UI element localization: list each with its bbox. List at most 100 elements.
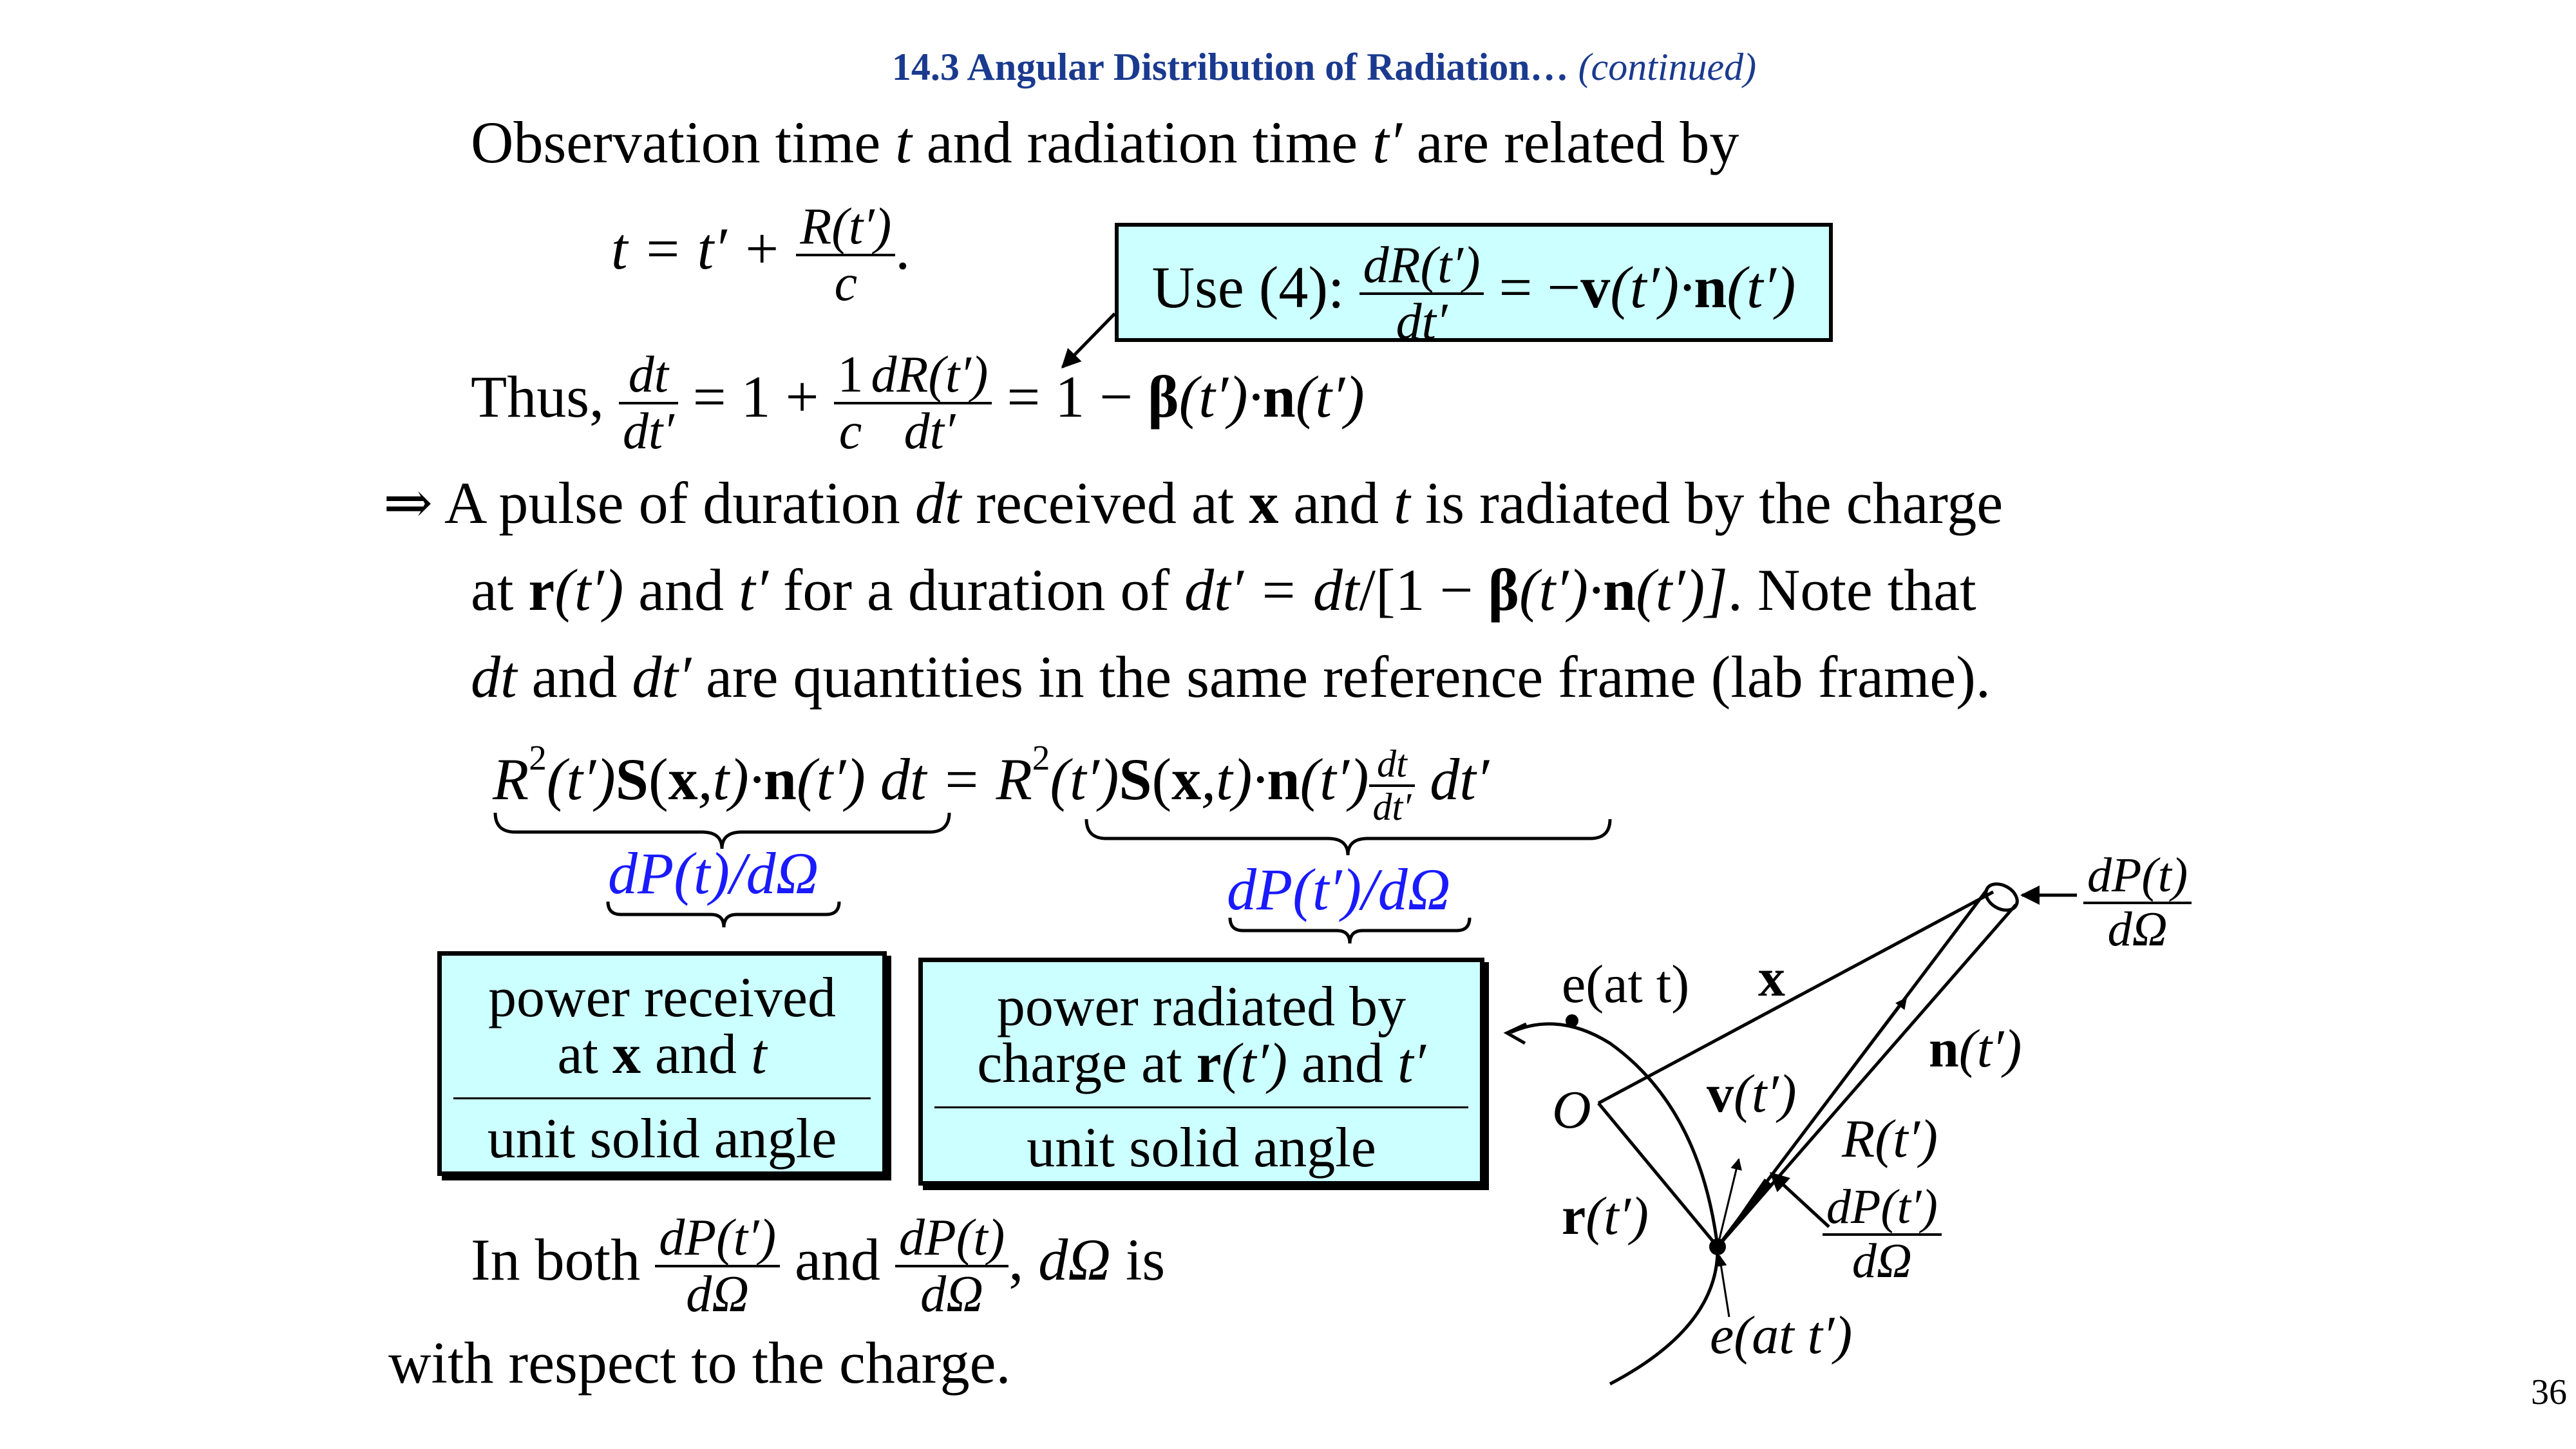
var: S bbox=[615, 746, 649, 813]
text: is bbox=[1110, 1227, 1166, 1293]
var: n bbox=[1929, 1019, 1959, 1079]
var: (t′) bbox=[546, 746, 616, 813]
var: n bbox=[1262, 364, 1296, 430]
var: R bbox=[493, 746, 529, 813]
fraction: dP(t)dΩ bbox=[2083, 848, 2192, 956]
title-text: 14.3 Angular Distribution of Radiation… bbox=[891, 46, 1569, 88]
title-continued: (continued) bbox=[1578, 46, 1757, 88]
in-both-line2: with respect to the charge. bbox=[388, 1330, 1011, 1396]
var: R bbox=[996, 746, 1032, 813]
paragraph-pulse: ⇒ A pulse of duration dt received at x a… bbox=[383, 473, 2003, 533]
use-eq4-box: Use (4): dR(t′)dt′ = −v(t′)·n(t′) bbox=[1115, 223, 1833, 349]
fraction-bar bbox=[934, 1106, 1468, 1108]
label-r: r(t′) bbox=[1562, 1185, 1649, 1247]
brace-right bbox=[1084, 819, 1612, 856]
line-observation-time: Observation time t and radiation time t′… bbox=[471, 113, 1739, 172]
den: dt′ bbox=[1396, 294, 1448, 350]
exp: 2 bbox=[529, 738, 547, 777]
text: and bbox=[516, 644, 632, 710]
text: and bbox=[1287, 1032, 1398, 1095]
num: dt bbox=[1377, 743, 1407, 785]
var: n bbox=[1267, 746, 1300, 813]
label-origin: O bbox=[1552, 1080, 1591, 1140]
text: . Note that bbox=[1727, 557, 1976, 623]
charge-at-tp-dot bbox=[1709, 1238, 1726, 1255]
box-power-radiated: power radiated by charge at r(t′) and t′… bbox=[918, 958, 1484, 1186]
trajectory-arc bbox=[1510, 1022, 1719, 1386]
var: r bbox=[1196, 1032, 1222, 1095]
fraction-bar bbox=[453, 1097, 871, 1099]
denominator: unit solid angle bbox=[487, 1108, 837, 1170]
paragraph-frame: dt and dt′ are quantities in the same re… bbox=[471, 647, 1991, 706]
text: Use (4): bbox=[1151, 254, 1359, 321]
var: ,t)· bbox=[697, 746, 764, 813]
denominator: unit solid angle bbox=[1027, 1117, 1376, 1179]
text: = 1 + bbox=[677, 364, 834, 430]
text: are related by bbox=[1401, 109, 1739, 175]
text: = − bbox=[1484, 254, 1581, 321]
var: dt′ bbox=[1415, 746, 1489, 813]
brace-small-left bbox=[606, 901, 841, 928]
den: dΩ bbox=[1852, 1233, 1912, 1288]
var: v bbox=[1580, 254, 1611, 321]
period: . bbox=[895, 216, 911, 282]
fraction: dP(t′)dΩ bbox=[1823, 1180, 1942, 1288]
brace-left bbox=[493, 812, 951, 849]
var: dt bbox=[471, 644, 517, 710]
text: at bbox=[471, 557, 529, 623]
brace-small-right bbox=[1228, 917, 1472, 944]
var: β bbox=[1148, 364, 1179, 430]
var: x bbox=[1171, 746, 1202, 813]
exp: 2 bbox=[1032, 738, 1050, 777]
num: dP(t′) bbox=[1826, 1180, 1938, 1234]
text: received at bbox=[961, 470, 1249, 536]
var: (t′)· bbox=[1519, 557, 1603, 623]
label-dPtp-frac: dP(t′)dΩ bbox=[1823, 1180, 1942, 1288]
e-at-tp-arrow bbox=[1715, 1255, 1730, 1318]
text: charge at bbox=[977, 1032, 1197, 1095]
r-vector bbox=[1597, 1102, 1719, 1248]
var: dt′ bbox=[632, 644, 692, 710]
var: t′ bbox=[1397, 1032, 1426, 1095]
var: (t′) bbox=[1586, 1186, 1649, 1246]
var: (t′) bbox=[1295, 364, 1365, 430]
den: dt′ bbox=[623, 403, 674, 460]
box-power-received: power received at x and t unit solid ang… bbox=[437, 951, 887, 1176]
var: (t′) bbox=[1050, 746, 1119, 813]
var: r bbox=[1562, 1186, 1586, 1246]
text: are quantities in the same reference fra… bbox=[691, 644, 1991, 710]
den: c bbox=[838, 403, 862, 460]
var: (t′) bbox=[1221, 1032, 1287, 1095]
var: v bbox=[1707, 1064, 1734, 1124]
den: dΩ bbox=[2107, 902, 2168, 956]
num: dR(t′) bbox=[1363, 237, 1481, 294]
text: ( bbox=[1151, 746, 1172, 813]
den: c bbox=[834, 255, 858, 312]
equation-time-relation: t = t′ + R(t′)c. bbox=[611, 200, 910, 310]
arc-arrowhead bbox=[1503, 1022, 1528, 1045]
text: is radiated by the charge bbox=[1410, 470, 2003, 536]
equation-power: R2(t′)S(x,t)·n(t′) dt = R2(t′)S(x,t)·n(t… bbox=[493, 740, 1489, 828]
fraction: dR(t′)dt′ bbox=[867, 348, 992, 459]
label-x: x bbox=[1758, 948, 1785, 1008]
var: S bbox=[1119, 746, 1152, 813]
text: A pulse of duration bbox=[433, 470, 915, 536]
text: and bbox=[641, 1023, 752, 1086]
num: dP(t) bbox=[2087, 848, 2188, 902]
text: In both bbox=[471, 1227, 656, 1293]
var: n bbox=[763, 746, 797, 813]
implies-arrow-icon: ⇒ bbox=[383, 470, 433, 536]
var: n bbox=[1602, 557, 1636, 623]
numerator-line1: power received bbox=[488, 967, 836, 1029]
cone-end bbox=[1984, 882, 2019, 912]
text: = 1 − bbox=[992, 364, 1148, 430]
num: dt bbox=[628, 346, 668, 403]
dPtp-arrow bbox=[1769, 1171, 1830, 1228]
var: (t′)] bbox=[1636, 557, 1728, 623]
var: dt bbox=[914, 470, 961, 536]
fraction: R(t′)c bbox=[796, 200, 896, 312]
var: dt = bbox=[865, 746, 996, 813]
